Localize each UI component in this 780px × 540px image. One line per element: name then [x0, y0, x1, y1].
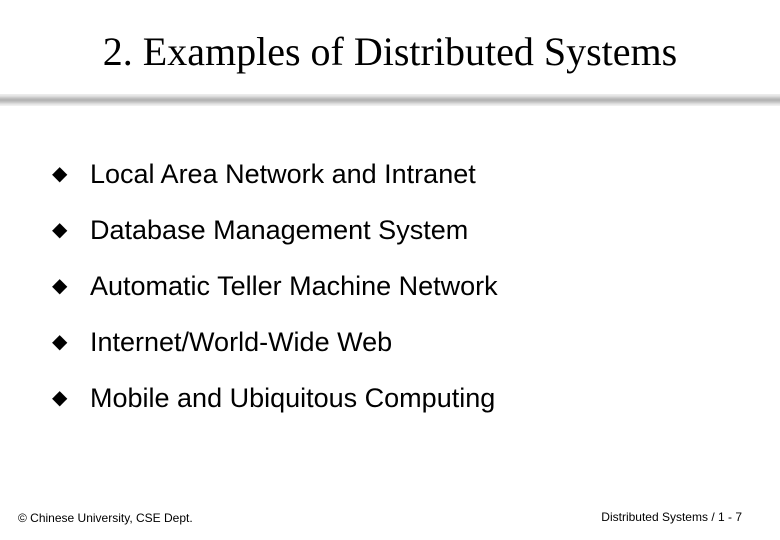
bullet-text: Automatic Teller Machine Network — [90, 271, 498, 301]
diamond-bullet-icon: ◆ — [52, 331, 68, 353]
list-item: ◆ Local Area Network and Intranet — [52, 146, 498, 202]
bullet-text: Local Area Network and Intranet — [90, 159, 476, 189]
diamond-bullet-icon: ◆ — [52, 275, 68, 297]
bullet-text: Database Management System — [90, 215, 469, 245]
bullet-list: ◆ Local Area Network and Intranet ◆ Data… — [52, 146, 498, 426]
footer-copyright: © Chinese University, CSE Dept. — [18, 511, 193, 525]
bullet-text: Internet/World-Wide Web — [90, 327, 393, 357]
diamond-bullet-icon: ◆ — [52, 387, 68, 409]
list-item: ◆ Database Management System — [52, 202, 498, 258]
list-item: ◆ Mobile and Ubiquitous Computing — [52, 370, 498, 426]
bullet-text: Mobile and Ubiquitous Computing — [90, 383, 496, 413]
diamond-bullet-icon: ◆ — [52, 219, 68, 241]
title-divider — [0, 94, 780, 106]
footer-page-number: Distributed Systems / 1 - 7 — [601, 510, 742, 524]
diamond-bullet-icon: ◆ — [52, 163, 68, 185]
list-item: ◆ Internet/World-Wide Web — [52, 314, 498, 370]
list-item: ◆ Automatic Teller Machine Network — [52, 258, 498, 314]
slide-title: 2. Examples of Distributed Systems — [102, 29, 678, 74]
